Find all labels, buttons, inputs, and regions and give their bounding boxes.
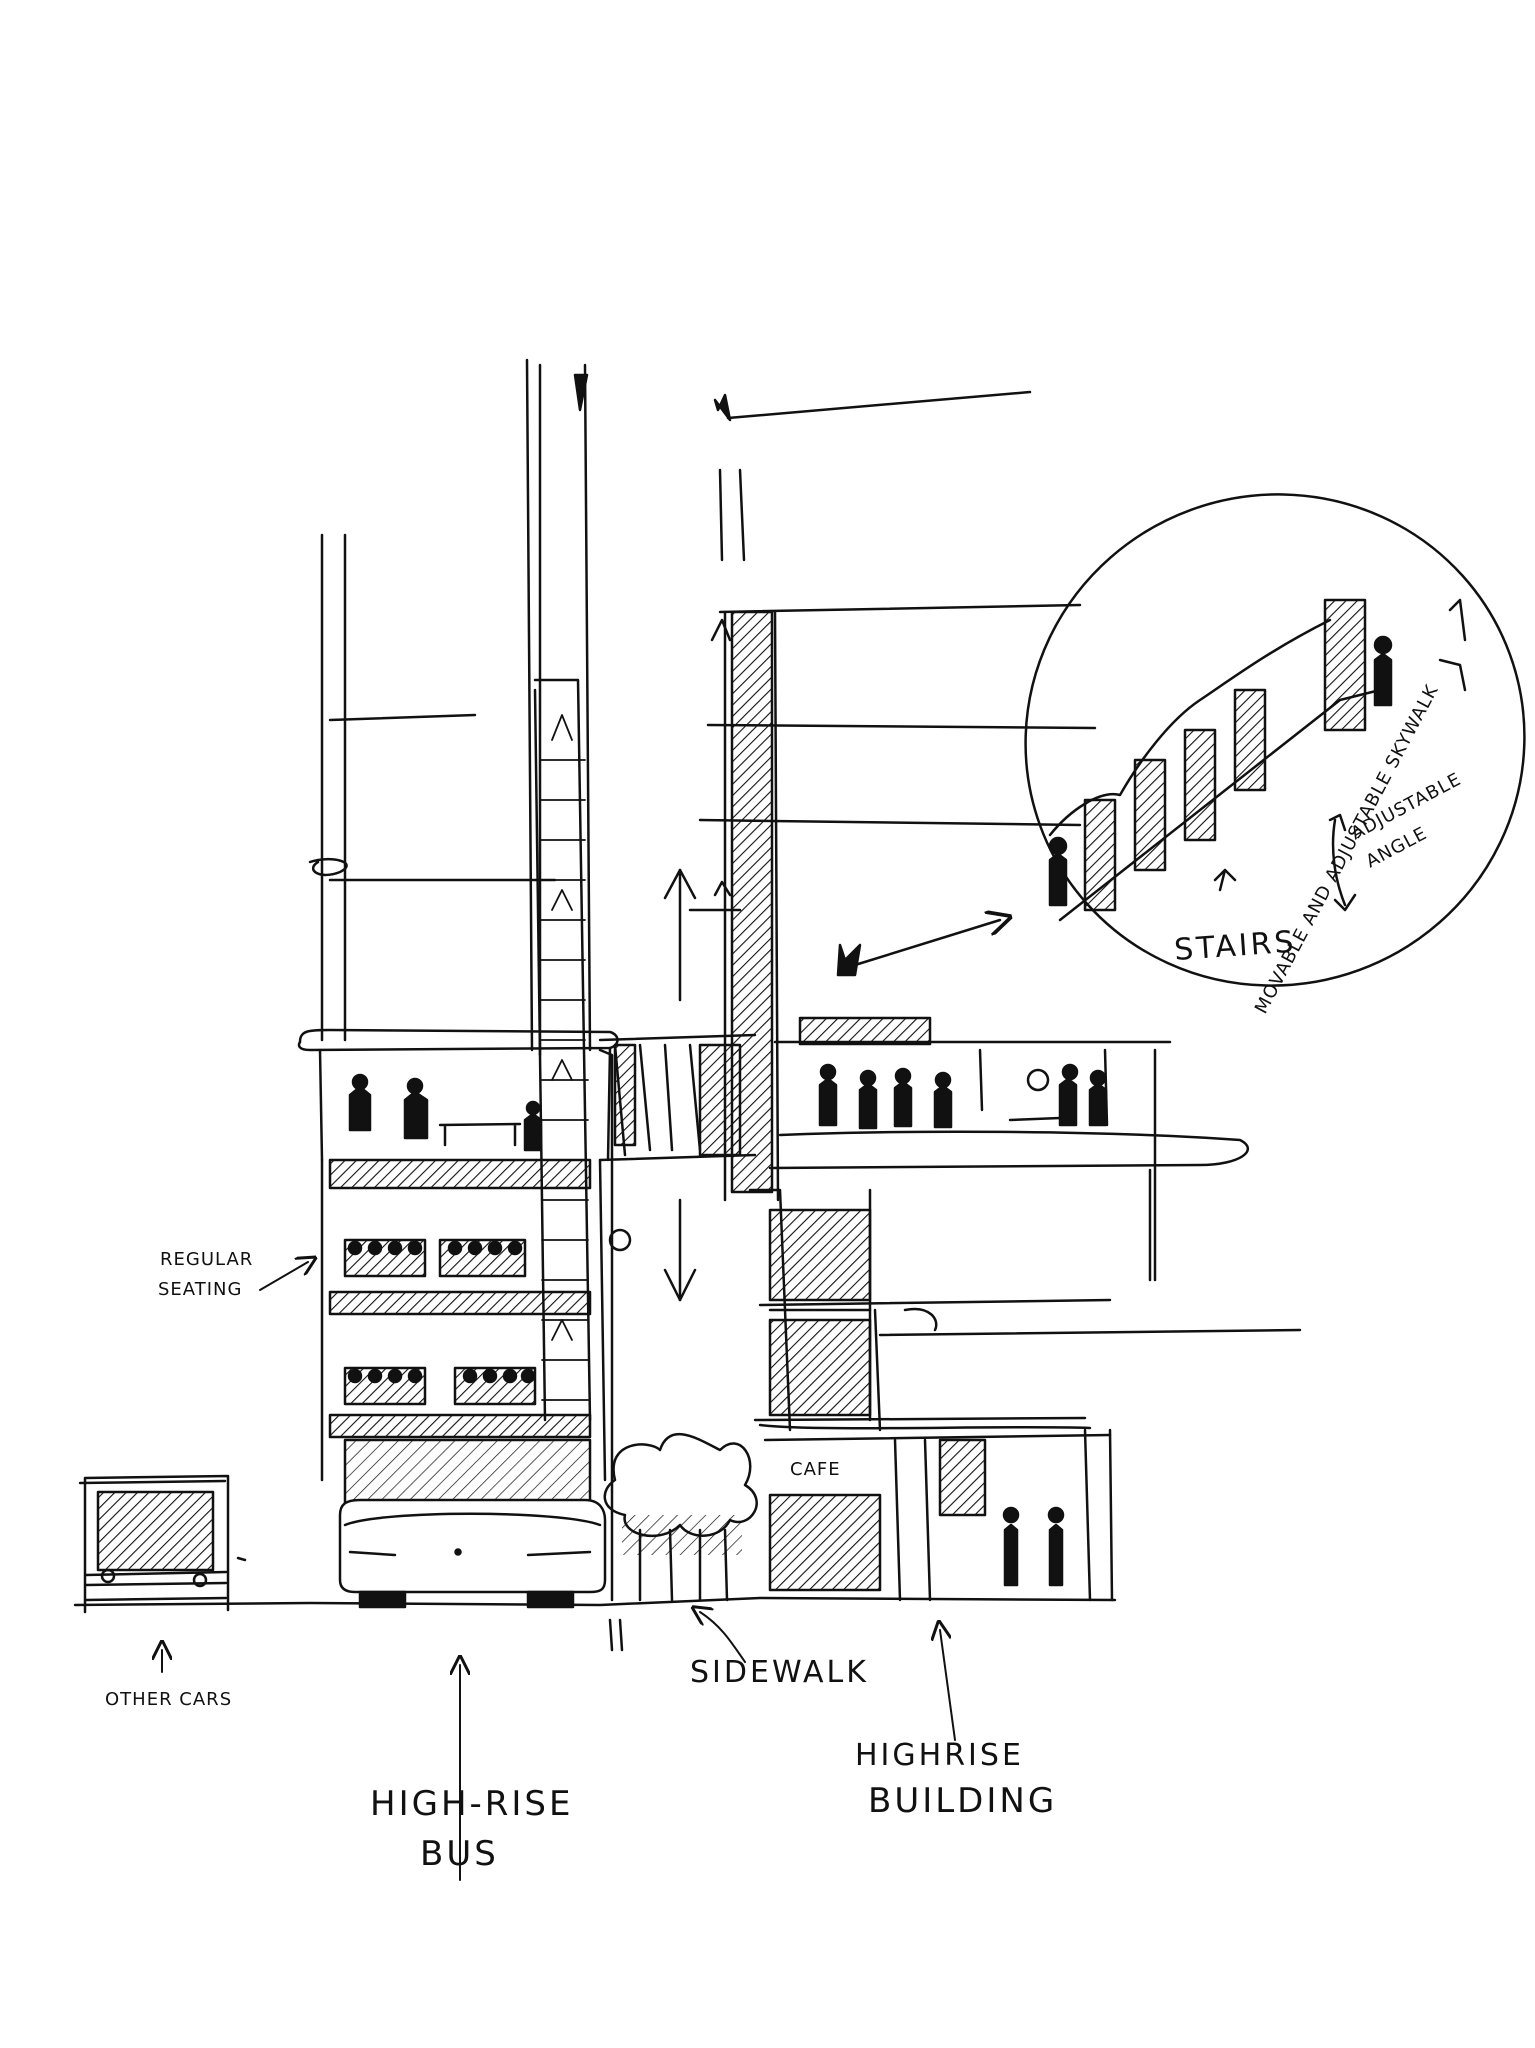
high-rise-bus-label-line1: HIGH-RISE bbox=[370, 1784, 574, 1824]
ground-line bbox=[73, 1596, 1117, 1607]
high-rise-bus-label-line2: BUS bbox=[420, 1834, 499, 1874]
regular-seating-label-line1: REGULAR bbox=[160, 1249, 253, 1270]
other-car-drawing bbox=[78, 1474, 247, 1614]
sidewalk-label: SIDEWALK bbox=[690, 1655, 869, 1690]
skywalk-bridge-drawing bbox=[598, 1033, 757, 1252]
regular-seating-label-line2: SEATING bbox=[158, 1279, 242, 1300]
tower-core-drawing bbox=[663, 390, 1097, 1302]
other-cars-label: OTHER CARS bbox=[105, 1689, 232, 1710]
high-rise-bus-drawing bbox=[297, 358, 619, 1609]
highrise-building-label-line2: BUILDING bbox=[868, 1781, 1057, 1821]
cafe-sign: CAFE bbox=[790, 1459, 841, 1480]
label-arrows bbox=[162, 1262, 956, 1881]
highrise-building-drawing bbox=[748, 1016, 1302, 1602]
highrise-building-label-line1: HIGHRISE bbox=[855, 1738, 1024, 1773]
sidewalk-trees-drawing bbox=[603, 1432, 758, 1652]
stairs-label: STAIRS bbox=[1173, 925, 1297, 968]
skywalk-detail-callout bbox=[1024, 493, 1526, 987]
